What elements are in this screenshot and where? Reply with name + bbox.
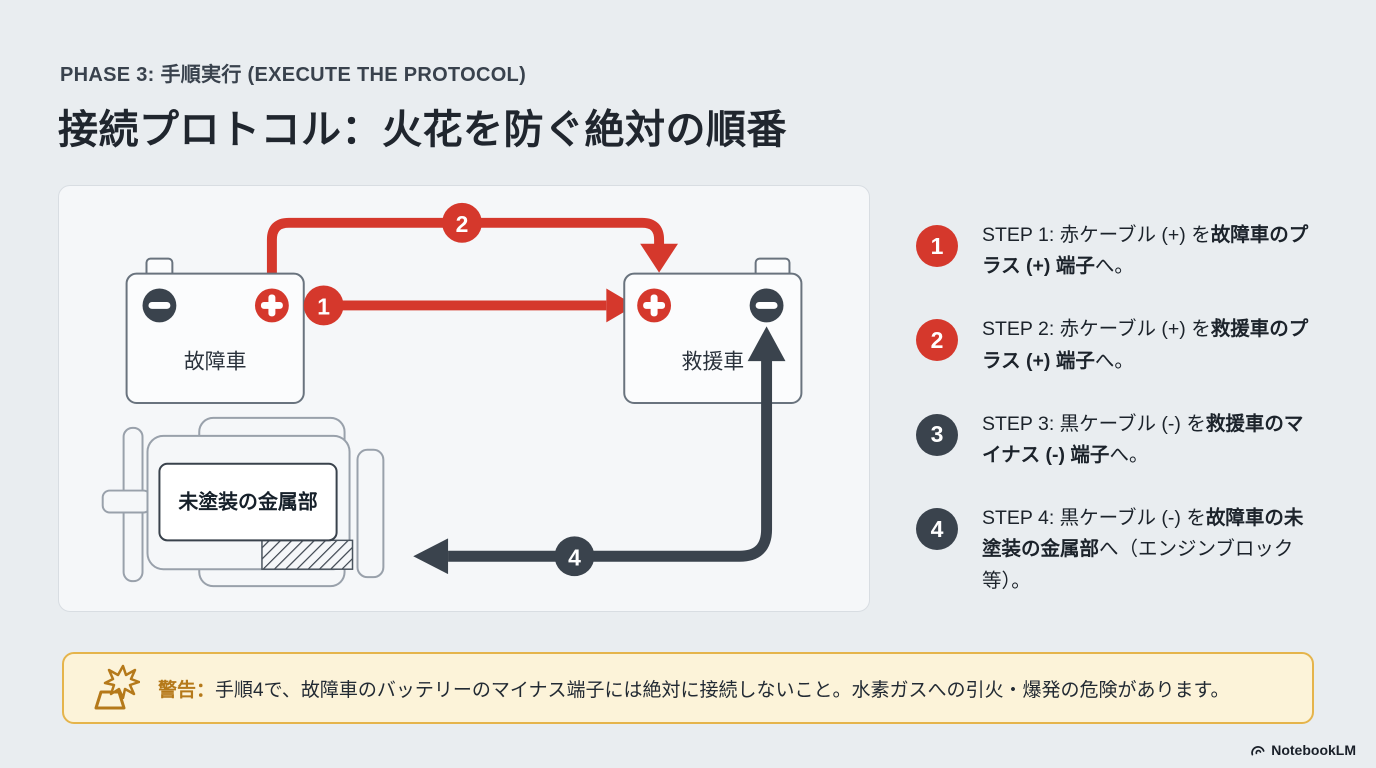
step-4-badge: 4 xyxy=(916,508,958,551)
rescue-car-plus-terminal xyxy=(637,288,672,323)
step-1-text: STEP 1: 赤ケーブル (+) を故障車のプラス (+) 端子へ。 xyxy=(982,224,1309,278)
step-item-2: 2 STEP 2: 赤ケーブル (+) を救援車のプラス (+) 端子へ。 xyxy=(916,314,1321,376)
black-arrowhead-up xyxy=(747,326,786,362)
black-arrowhead-left xyxy=(413,538,449,575)
step-3-text: STEP 3: 黒ケーブル (-) を救援車のマイナス (-) 端子へ。 xyxy=(982,412,1304,466)
svg-text:4: 4 xyxy=(568,544,581,570)
svg-text:1: 1 xyxy=(317,293,330,319)
svg-text:2: 2 xyxy=(456,211,469,237)
warning-text: 警告：手順4で、故障車のバッテリーのマイナス端子には絶対に接続しないこと。水素ガ… xyxy=(158,679,1230,701)
minus-icon xyxy=(148,301,171,309)
step-item-3: 3 STEP 3: 黒ケーブル (-) を救援車のマイナス (-) 端子へ。 xyxy=(916,409,1321,471)
engine-right-bar xyxy=(356,448,385,579)
brand-footer: NotebookLM xyxy=(1249,741,1356,758)
step-1-badge: 1 xyxy=(916,225,958,267)
diagram-badge-step1: 1 xyxy=(303,285,344,326)
engine-fan-hub xyxy=(101,489,152,514)
page-title: 接続プロトコル：火花を防ぐ絶対の順番 xyxy=(58,108,787,152)
jump-start-diagram: 未塗装の金属部 故障車 救援車 xyxy=(101,202,803,588)
red-arrowhead-down xyxy=(640,243,678,273)
diagram-badge-step2: 2 xyxy=(442,202,482,243)
step-item-4: 4 STEP 4: 黒ケーブル (-) を故障車の未塗装の金属部へ（エンジンブロ… xyxy=(916,503,1321,597)
rescue-car-label: 救援車 xyxy=(681,351,744,374)
rescue-car-minus-terminal xyxy=(749,288,784,323)
step-item-1: 1 STEP 1: 赤ケーブル (+) を故障車のプラス (+) 端子へ。 xyxy=(916,220,1321,282)
red-arrowhead-right xyxy=(606,288,636,323)
step-4-text: STEP 4: 黒ケーブル (-) を故障車の未塗装の金属部へ（エンジンブロック… xyxy=(982,507,1304,592)
minus-icon xyxy=(755,301,778,309)
engine-block xyxy=(101,416,385,588)
broken-car-plus-terminal xyxy=(254,288,289,323)
engine-hatched-metal xyxy=(261,539,354,570)
brand-name: NotebookLM xyxy=(1271,741,1356,758)
steps-list: 1 STEP 1: 赤ケーブル (+) を故障車のプラス (+) 端子へ。 2 … xyxy=(916,220,1321,629)
diagram-panel: 未塗装の金属部 故障車 救援車 xyxy=(58,185,870,612)
phase-label: PHASE 3: 手順実行 (EXECUTE THE PROTOCOL) xyxy=(60,64,527,86)
diagram-badge-step4: 4 xyxy=(554,536,595,577)
spark-explosion-icon xyxy=(94,664,140,710)
rescue-car-battery: 救援車 xyxy=(623,257,803,404)
broken-car-label: 故障車 xyxy=(184,351,247,374)
engine-label: 未塗装の金属部 xyxy=(178,490,317,514)
broken-car-minus-terminal xyxy=(142,288,177,323)
step-2-badge: 2 xyxy=(916,319,958,362)
notebooklm-logo-icon xyxy=(1251,746,1265,756)
engine-label-box xyxy=(158,462,338,542)
broken-car-battery: 故障車 xyxy=(125,257,305,404)
step-2-text: STEP 2: 赤ケーブル (+) を救援車のプラス (+) 端子へ。 xyxy=(982,318,1309,372)
warning-banner: 警告：手順4で、故障車のバッテリーのマイナス端子には絶対に接続しないこと。水素ガ… xyxy=(62,652,1314,724)
step-3-badge: 3 xyxy=(916,413,958,456)
black-cable xyxy=(448,359,773,562)
